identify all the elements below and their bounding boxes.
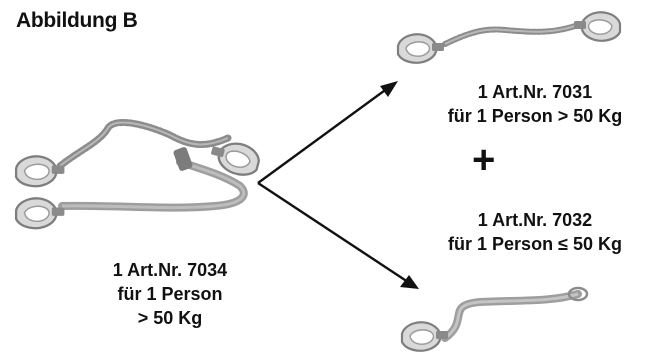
- main-product-label: 1 Art.Nr. 7034 für 1 Person > 50 Kg: [45, 258, 295, 330]
- product-a-article: 1 Art.Nr. 7031: [477, 82, 593, 102]
- plus-symbol: +: [472, 138, 496, 182]
- arrow-down-right: [257, 181, 419, 289]
- main-product-article: 1 Art.Nr. 7034: [112, 260, 228, 280]
- main-product-description: für 1 Person: [117, 284, 223, 304]
- figure-title: Abbildung B: [16, 9, 138, 32]
- product-b-article: 1 Art.Nr. 7032: [477, 210, 593, 230]
- product-a-label: 1 Art.Nr. 7031 für 1 Person > 50 Kg: [420, 80, 650, 128]
- sling-lanyard-icon: [400, 286, 589, 352]
- product-b-description: für 1 Person ≤ 50 Kg: [448, 234, 622, 254]
- y-lanyard-icon: [14, 118, 264, 230]
- product-a-description: für 1 Person > 50 Kg: [447, 106, 623, 126]
- main-product-weight: > 50 Kg: [137, 308, 203, 328]
- arrow-up-right: [257, 81, 398, 184]
- elastic-lanyard-icon: [396, 11, 622, 64]
- product-b-label: 1 Art.Nr. 7032 für 1 Person ≤ 50 Kg: [420, 208, 650, 256]
